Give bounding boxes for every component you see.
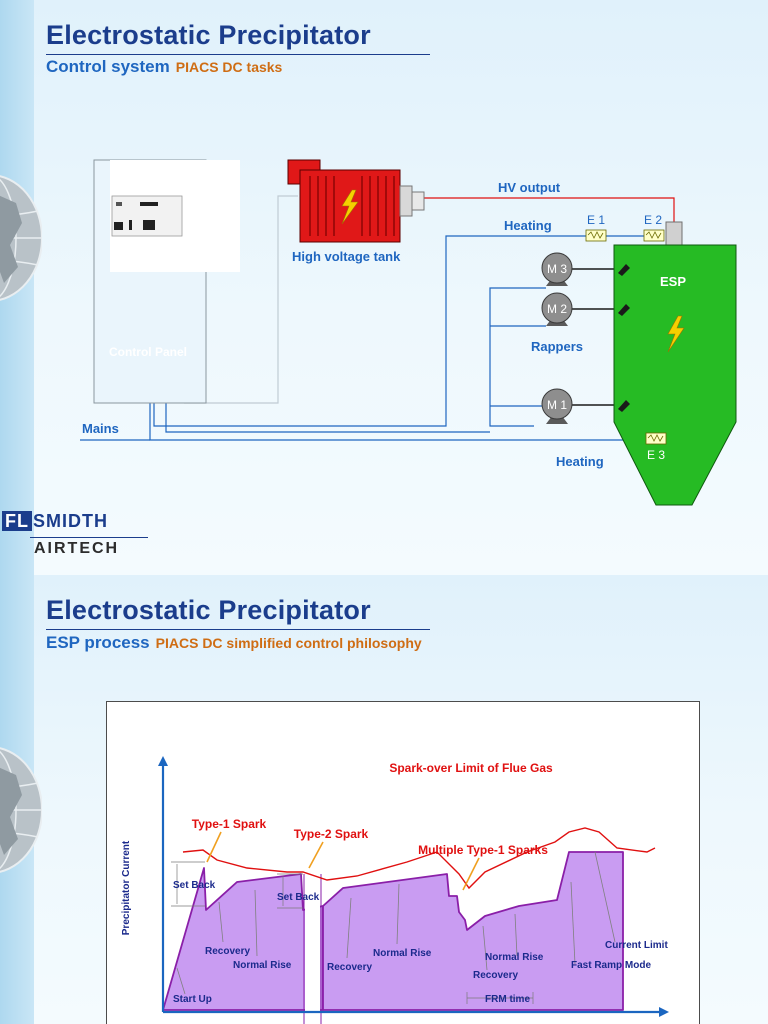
wiring — [80, 195, 675, 441]
piacs-label: PIACS DC — [119, 179, 177, 193]
subtitle-main: Control system — [46, 57, 170, 76]
heater-e3-label: E 3 — [647, 448, 665, 462]
multiple-sparks-label: Multiple Type-1 Sparks — [418, 843, 548, 857]
subtitle-tasks: PIACS DC simplified control philosophy — [155, 635, 422, 651]
page-title: Electrostatic Precipitator — [46, 20, 371, 50]
chart-axes — [158, 756, 669, 1017]
spark-over-limit-text: Spark-over Limit of Flue Gas — [389, 761, 553, 775]
subtitle-main: ESP process — [46, 633, 150, 652]
globe-icon — [0, 175, 42, 301]
normal-rise-label: Normal Rise — [485, 952, 544, 963]
slide-control-system: Electrostatic Precipitator Control syste… — [0, 0, 768, 575]
heater-e1-label: E 1 — [587, 213, 605, 227]
control-philosophy-chart: Spark-over Limit of Flue Gas Type-1 Spar… — [121, 756, 669, 1024]
recovery-label: Recovery — [473, 970, 518, 981]
set-back-markers — [171, 861, 534, 1004]
recovery-label: Recovery — [327, 962, 372, 973]
logo-divider — [30, 537, 148, 538]
esp-vessel: ESP — [613, 221, 737, 506]
hv-output-label: HV output — [498, 180, 561, 195]
motor-m3-label: M 3 — [547, 262, 567, 276]
set-back-label: Set Back — [277, 892, 320, 903]
heating-bottom-label: Heating — [556, 454, 604, 469]
title-underline — [46, 54, 430, 55]
motor-m2: M 2 — [541, 292, 573, 326]
logo-smidth: SMIDTH — [33, 511, 108, 531]
subtitle-tasks: PIACS DC tasks — [175, 59, 283, 75]
hv-tank — [287, 159, 425, 243]
control-panel-label: Control Panel — [109, 345, 187, 359]
set-back-label: Set Back — [173, 880, 216, 891]
slide-esp-process: Electrostatic Precipitator ESP process PI… — [0, 575, 768, 1024]
rapper-hammers — [618, 264, 630, 412]
spark-pointer-arrows — [206, 831, 480, 891]
heater-e3: E 3 — [645, 432, 667, 462]
motor-m1-label: M 1 — [547, 398, 567, 412]
normal-rise-label: Normal Rise — [373, 948, 432, 959]
current-area — [322, 851, 624, 1011]
fast-ramp-mode-label: Fast Ramp Mode — [571, 960, 651, 971]
mains-label: Mains — [82, 421, 119, 436]
lightning-icon — [341, 189, 359, 225]
lightning-icon — [667, 315, 685, 353]
heater-e2-label: E 2 — [644, 213, 662, 227]
chart-frame: Spark-over Limit of Flue Gas Type-1 Spar… — [106, 701, 700, 1024]
current-limit-label: Current Limit — [605, 940, 668, 951]
logo-fl: FL — [2, 511, 32, 531]
esp-label: ESP — [660, 274, 686, 289]
normal-rise-label: Normal Rise — [233, 960, 292, 971]
control-system-diagram: PIACS DC Control Panel High voltage tank… — [80, 159, 737, 506]
type2-spark-label: Type-2 Spark — [294, 827, 369, 841]
y-axis-label: Precipitator Current — [121, 840, 132, 935]
heater-e2: E 2 — [643, 213, 665, 242]
motor-m2-label: M 2 — [547, 302, 567, 316]
motor-m1: M 1 — [541, 388, 573, 424]
hv-tank-label: High voltage tank — [292, 249, 401, 264]
page-subtitle: Control system PIACS DC tasks — [46, 57, 282, 77]
title-underline — [46, 629, 430, 630]
heating-top-label: Heating — [504, 218, 552, 233]
spark-over-limit-line — [182, 827, 656, 890]
frm-time-label: FRM time — [485, 994, 530, 1005]
start-up-label: Start Up — [173, 994, 212, 1005]
heater-e1: E 1 — [585, 213, 607, 242]
rappers-label: Rappers — [531, 339, 583, 354]
spark-over-limit-label: Spark-over Limit of Flue Gas — [389, 761, 553, 775]
globe-icon — [0, 747, 42, 873]
page-title: Electrostatic Precipitator — [46, 595, 371, 625]
control-panel: PIACS DC Control Panel — [93, 159, 240, 404]
motor-m3: M 3 — [541, 252, 573, 286]
page-subtitle: ESP process PIACS DC simplified control p… — [46, 633, 422, 653]
label-pointer-lines — [176, 851, 616, 995]
logo-airtech: AIRTECH — [34, 540, 120, 557]
type1-spark-label: Type-1 Spark — [192, 817, 267, 831]
recovery-label: Recovery — [205, 946, 250, 957]
